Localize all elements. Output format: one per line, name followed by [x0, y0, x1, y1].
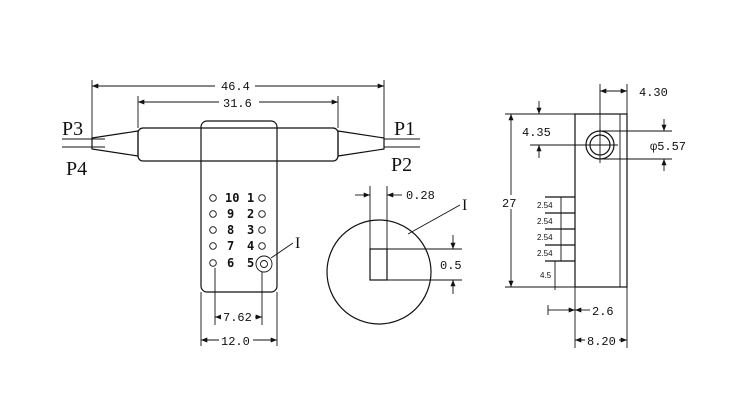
dim-detail-height: 0.5 [440, 259, 462, 273]
port-label-p2: P2 [391, 154, 412, 176]
pin-pitch-label: 2.54 [537, 201, 553, 210]
detail-circle [255, 255, 273, 273]
dim-bg [219, 95, 259, 109]
port-label-p3: P3 [62, 118, 83, 140]
detail-marker: I [295, 235, 300, 252]
detail-leader [270, 242, 294, 259]
pin-hole [209, 259, 217, 267]
side-view: 2.54 2.54 2.54 2.54 4.5 27 4.30 4.35 φ5.… [501, 84, 686, 349]
dim-overall-width: 46.4 [221, 80, 250, 94]
dim-bg [215, 78, 255, 92]
pin-hole [258, 194, 266, 202]
front-view: 10 9 8 7 6 1 2 3 4 5 I P3 P4 P1 P2 46.4 … [62, 78, 420, 349]
pin-hole [260, 260, 268, 268]
switch-body [200, 120, 278, 293]
pin-label-1: 1 [247, 191, 254, 205]
pin-grid: 10 9 8 7 6 1 2 3 4 5 [209, 191, 273, 273]
detail-pin-section [369, 248, 388, 281]
pin-pitch-label: 2.54 [537, 233, 553, 242]
dim-pin-offset: 2.6 [592, 305, 614, 319]
dim-detail-width: 0.28 [406, 189, 435, 203]
pin-label-2: 2 [247, 207, 254, 221]
port-label-p1: P1 [394, 118, 415, 140]
pin-hole [209, 242, 217, 250]
pin-hole [258, 210, 266, 218]
pin-label-6: 6 [227, 256, 234, 270]
left-boot [91, 130, 139, 157]
pin-label-5: 5 [247, 256, 254, 270]
pin-label-7: 7 [227, 239, 234, 253]
side-body [574, 113, 628, 288]
pin-hole [209, 194, 217, 202]
detail-view: 0.28 0.5 I [326, 186, 467, 325]
pin-label-4: 4 [247, 239, 254, 253]
detail-view-marker: I [462, 197, 467, 214]
dim-top-offset: 4.30 [639, 86, 668, 100]
pin-label-9: 9 [227, 207, 234, 221]
pin-label-3: 3 [247, 223, 254, 237]
port-label-p4: P4 [66, 158, 87, 180]
dim-port-height: 4.35 [522, 126, 551, 140]
pin-label-8: 8 [227, 223, 234, 237]
dim-bg [501, 195, 519, 209]
pin-pitch-label: 2.54 [537, 217, 553, 226]
dim-pin-length: 4.5 [540, 271, 552, 280]
dim-pin-pitch: 7.62 [223, 311, 252, 325]
switch-tube [137, 127, 339, 162]
pin-pitch-label: 2.54 [537, 249, 553, 258]
dim-side-height: 27 [502, 197, 516, 211]
pin-hole [209, 210, 217, 218]
dim-bg [585, 333, 619, 347]
right-boot [337, 130, 385, 157]
dim-body-width: 12.0 [221, 335, 250, 349]
dim-diameter: φ5.57 [650, 140, 686, 154]
dim-tube-width: 31.6 [223, 97, 252, 111]
dim-bg [219, 333, 253, 347]
pin-hole [209, 226, 217, 234]
pin-label-10: 10 [225, 191, 239, 205]
detail-circle-large [326, 219, 432, 325]
pin-hole [258, 226, 266, 234]
pin-hole [258, 242, 266, 250]
detail-leader [407, 204, 461, 235]
dim-depth: 8.20 [587, 335, 616, 349]
dim-bg [221, 309, 255, 323]
